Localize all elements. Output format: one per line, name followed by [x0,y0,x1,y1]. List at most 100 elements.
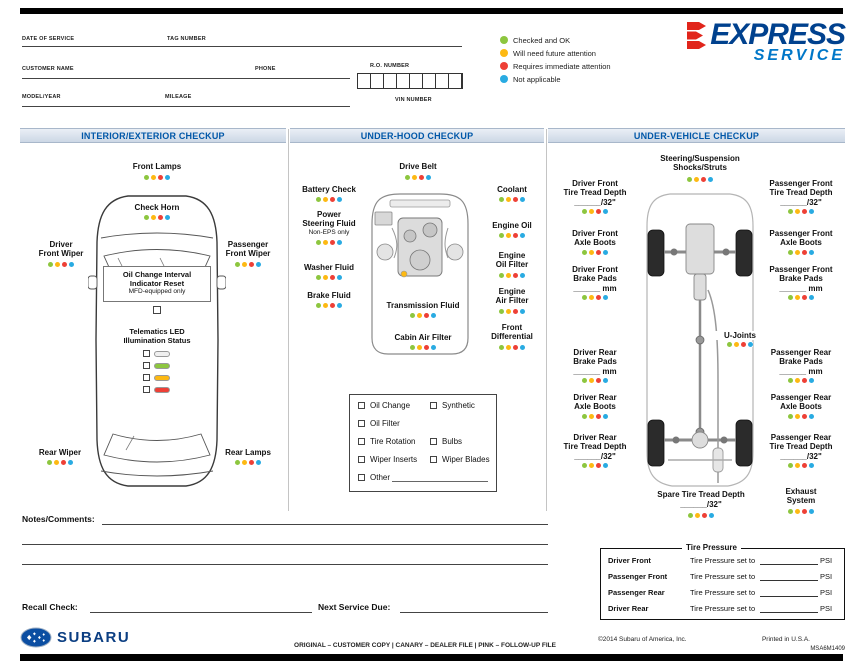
status-dot-3[interactable] [337,303,342,308]
status-dot-3[interactable] [337,240,342,245]
status-dot-0[interactable] [688,513,693,518]
status-dot-1[interactable] [795,463,800,468]
status-dot-2[interactable] [513,345,518,350]
status-dot-2[interactable] [741,342,746,347]
status-dot-1[interactable] [795,414,800,419]
status-dot-1[interactable] [695,513,700,518]
status-dot-0[interactable] [687,177,692,182]
status-dot-0[interactable] [582,378,587,383]
status-dot-1[interactable] [795,250,800,255]
status-dot-2[interactable] [513,233,518,238]
status-dot-0[interactable] [499,273,504,278]
status-dot-3[interactable] [809,209,814,214]
status-dot-0[interactable] [499,197,504,202]
status-dot-2[interactable] [158,175,163,180]
tp-line-3[interactable] [760,596,818,597]
status-dot-2[interactable] [596,378,601,383]
status-dot-0[interactable] [582,463,587,468]
status-dot-2[interactable] [513,197,518,202]
status-dot-0[interactable] [47,460,52,465]
status-dot-3[interactable] [256,460,261,465]
status-dot-3[interactable] [809,463,814,468]
status-dot-0[interactable] [582,209,587,214]
status-dot-1[interactable] [323,303,328,308]
status-dot-3[interactable] [603,463,608,468]
status-dot-3[interactable] [337,197,342,202]
status-dot-3[interactable] [603,209,608,214]
status-dot-1[interactable] [506,273,511,278]
notes-line-2[interactable] [22,544,548,545]
status-dot-3[interactable] [603,414,608,419]
status-dot-3[interactable] [809,295,814,300]
status-dot-1[interactable] [589,295,594,300]
status-dot-2[interactable] [330,240,335,245]
status-dot-2[interactable] [596,414,601,419]
status-dot-0[interactable] [788,414,793,419]
customer-phone-field-line[interactable] [22,78,350,79]
recall-check-line[interactable] [90,612,312,613]
status-dot-1[interactable] [417,313,422,318]
status-dot-1[interactable] [506,345,511,350]
status-dot-2[interactable] [158,215,163,220]
status-dot-0[interactable] [788,509,793,514]
tp-line-2[interactable] [760,580,818,581]
status-dot-0[interactable] [405,175,410,180]
status-dot-0[interactable] [788,295,793,300]
tire-rotation-checkbox[interactable] [358,438,365,445]
status-dot-2[interactable] [802,509,807,514]
status-dot-2[interactable] [802,209,807,214]
status-dot-0[interactable] [235,460,240,465]
status-dot-3[interactable] [165,175,170,180]
status-dot-0[interactable] [235,262,240,267]
status-dot-3[interactable] [708,177,713,182]
other-checkbox[interactable] [358,474,365,481]
ro-number-comb-field[interactable] [357,73,463,89]
status-dot-0[interactable] [316,303,321,308]
status-dot-1[interactable] [151,175,156,180]
status-dot-0[interactable] [499,233,504,238]
status-dot-3[interactable] [520,273,525,278]
status-dot-1[interactable] [795,378,800,383]
status-dot-1[interactable] [589,414,594,419]
wiper-blades-checkbox[interactable] [430,456,437,463]
status-dot-3[interactable] [68,460,73,465]
status-dot-2[interactable] [249,262,254,267]
status-dot-0[interactable] [499,309,504,314]
status-dot-1[interactable] [694,177,699,182]
status-dot-1[interactable] [506,233,511,238]
status-dot-2[interactable] [802,250,807,255]
status-dot-3[interactable] [520,233,525,238]
telematics-checkbox-3[interactable] [143,374,150,381]
status-dot-1[interactable] [589,463,594,468]
status-dot-3[interactable] [809,378,814,383]
status-dot-2[interactable] [596,463,601,468]
oil-change-reset-checkbox[interactable] [153,306,161,314]
status-dot-3[interactable] [809,250,814,255]
status-dot-3[interactable] [603,295,608,300]
status-dot-1[interactable] [795,295,800,300]
status-dot-2[interactable] [424,345,429,350]
status-dot-2[interactable] [596,209,601,214]
status-dot-1[interactable] [506,309,511,314]
status-dot-0[interactable] [788,378,793,383]
status-dot-3[interactable] [709,513,714,518]
status-dot-2[interactable] [330,275,335,280]
status-dot-0[interactable] [316,197,321,202]
status-dot-3[interactable] [520,309,525,314]
status-dot-2[interactable] [702,513,707,518]
status-dot-3[interactable] [69,262,74,267]
status-dot-0[interactable] [144,175,149,180]
status-dot-2[interactable] [802,295,807,300]
status-dot-1[interactable] [506,197,511,202]
status-dot-1[interactable] [55,262,60,267]
status-dot-1[interactable] [734,342,739,347]
status-dot-2[interactable] [802,463,807,468]
status-dot-0[interactable] [144,215,149,220]
wiper-inserts-checkbox[interactable] [358,456,365,463]
status-dot-0[interactable] [316,275,321,280]
status-dot-1[interactable] [589,209,594,214]
status-dot-0[interactable] [727,342,732,347]
model-mileage-field-line[interactable] [22,106,350,107]
status-dot-0[interactable] [582,250,587,255]
status-dot-1[interactable] [151,215,156,220]
